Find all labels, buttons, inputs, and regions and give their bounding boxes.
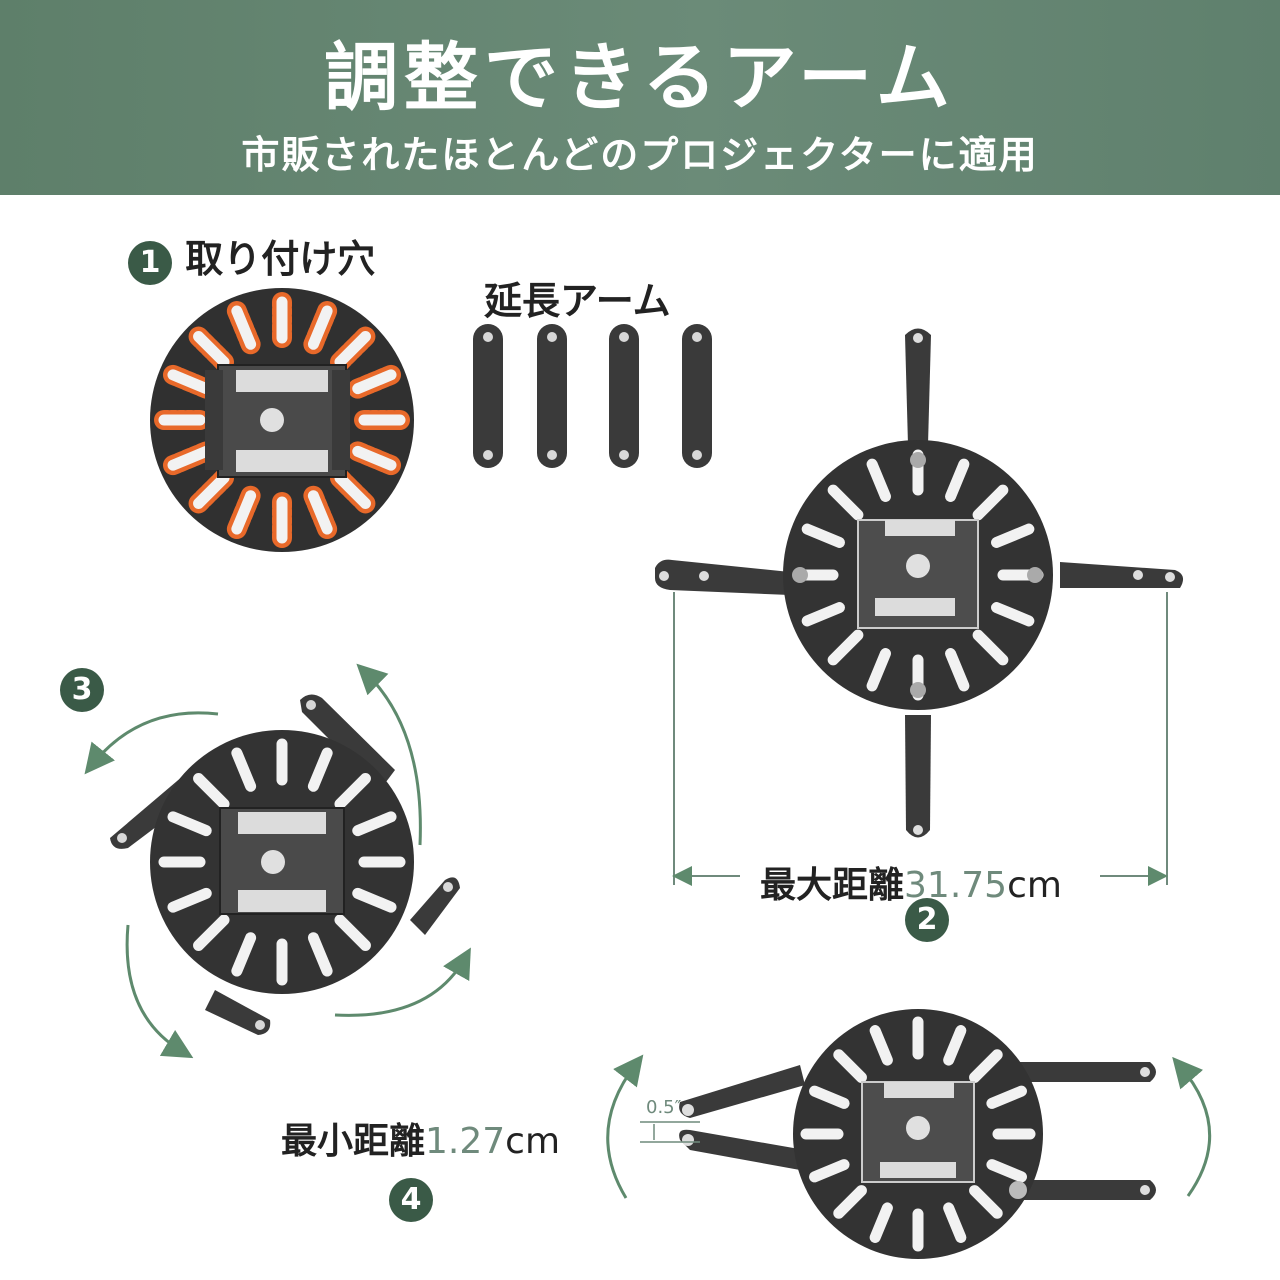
mounting-hole-slot <box>193 472 230 509</box>
tilt-arrows <box>606 1054 1212 1199</box>
mounting-hole-slot <box>866 648 891 692</box>
mounting-hole-slot <box>972 484 1009 521</box>
mounting-hole-slot <box>943 1025 967 1066</box>
mounting-hole-slot <box>334 914 371 951</box>
header-banner <box>0 0 1280 195</box>
mounting-hole-slot <box>986 1085 1027 1109</box>
mounting-hole-slot <box>943 1202 967 1243</box>
extension-arms <box>473 324 712 468</box>
mounting-hole-slot <box>809 1159 850 1183</box>
mounting-hole-slot <box>352 811 397 837</box>
mounting-hole-slot <box>231 305 257 350</box>
step4-number-badge: 4 <box>389 1178 433 1222</box>
mounting-hole-slot <box>869 1202 893 1243</box>
min-distance-dimension <box>640 1121 700 1143</box>
mounting-hole-slot <box>167 445 212 471</box>
mounting-hole-slot <box>869 1025 893 1066</box>
mounting-hole-slot <box>352 445 397 471</box>
mounting-hole-slot <box>972 629 1009 666</box>
mounting-hole-slot <box>833 1049 867 1083</box>
extension-arm-label: 延長アーム <box>484 279 671 323</box>
step2-number-badge: 2 <box>905 898 949 942</box>
gap-annotation: 0.5″ <box>646 1097 682 1118</box>
mounting-hole-slot <box>969 1049 1003 1083</box>
mounting-hole-slot <box>307 490 333 535</box>
mounting-hole-slot <box>986 1159 1027 1183</box>
mounting-hole-slot <box>833 1185 867 1219</box>
mounting-hole-slot <box>307 932 333 977</box>
rotation-arrows <box>84 663 471 1059</box>
mounting-hole-slot <box>167 887 212 913</box>
mounting-hole-slot <box>801 523 845 548</box>
step3-number-badge: 3 <box>60 668 104 712</box>
mounting-hole-slot <box>231 490 257 535</box>
mounting-hole-slot <box>334 773 371 810</box>
mounting-hole-slot <box>307 305 333 350</box>
mounting-hole-slot <box>167 369 212 395</box>
mounting-hole-slot <box>827 629 864 666</box>
mounting-hole-slot <box>193 773 230 810</box>
mounting-hole-slot <box>193 914 230 951</box>
page-title: 調整できるアーム <box>324 35 956 121</box>
step1-number-badge: 1 <box>128 241 172 285</box>
mounting-hole-slot <box>334 331 371 368</box>
min-distance-label: 最小距離1.27cm <box>281 1121 561 1162</box>
mounting-hole-slot <box>945 648 970 692</box>
mounting-hole-slot <box>193 331 230 368</box>
mounting-hole-slot <box>827 484 864 521</box>
mounting-hole-slot <box>809 1085 850 1109</box>
mounting-hole-slot <box>307 747 333 792</box>
mounting-hole-slot <box>991 602 1035 627</box>
mounting-hole-slot <box>231 747 257 792</box>
mounting-hole-slot <box>167 811 212 837</box>
mounting-hole-slot <box>866 458 891 502</box>
plate-min-distance <box>679 1009 1156 1259</box>
mounting-hole-slot <box>352 369 397 395</box>
max-distance-label: 最大距離31.75cm <box>760 865 1062 906</box>
mounting-hole-slot <box>801 602 845 627</box>
mounting-hole-slot <box>991 523 1035 548</box>
plate-max-distance <box>655 328 1184 838</box>
mounting-hole-slot <box>231 932 257 977</box>
page-subtitle: 市販されたほとんどのプロジェクターに適用 <box>241 133 1039 177</box>
mounting-hole-slot <box>352 887 397 913</box>
mounting-hole-slot <box>969 1185 1003 1219</box>
plate-rotation <box>110 694 460 1035</box>
step1-heading: 1 取り付け穴 <box>128 228 375 285</box>
plate-mounting-holes <box>150 288 414 552</box>
step1-label: 取り付け穴 <box>185 237 376 281</box>
max-distance-dimension <box>672 592 1168 886</box>
mounting-hole-slot <box>334 472 371 509</box>
mounting-hole-slot <box>945 458 970 502</box>
